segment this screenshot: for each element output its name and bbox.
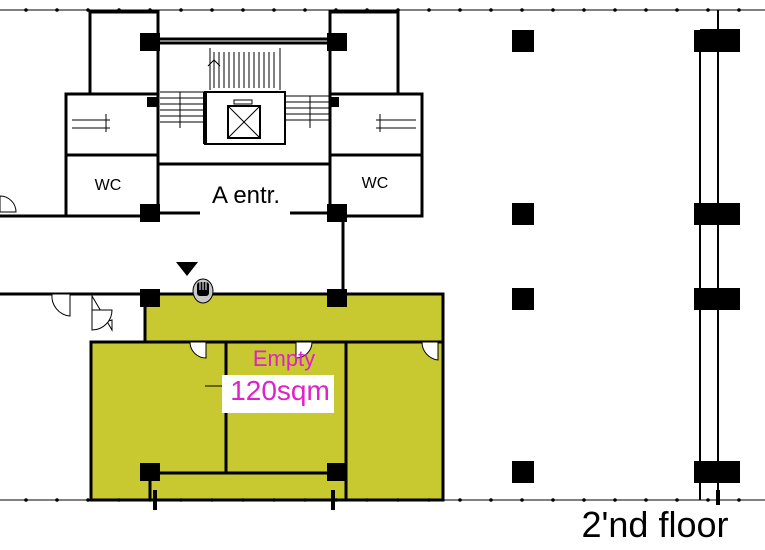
- corridor-doors: [0, 195, 113, 332]
- edge-dot: [86, 498, 90, 502]
- column: [512, 30, 534, 52]
- column: [512, 288, 534, 310]
- edge-dot: [396, 498, 400, 502]
- edge-dot: [582, 8, 586, 12]
- column: [140, 33, 160, 51]
- edge-dot: [241, 498, 245, 502]
- area-label-bg: [222, 375, 334, 413]
- wc-label: WC: [95, 177, 122, 194]
- edge-dot: [210, 8, 214, 12]
- edge-dot: [179, 8, 183, 12]
- edge-dot: [551, 498, 555, 502]
- grab-hand-icon: [192, 278, 214, 304]
- edge-dot: [675, 8, 679, 12]
- edge-dot: [582, 498, 586, 502]
- edge-dot: [272, 498, 276, 502]
- edge-dot: [706, 498, 710, 502]
- building-outline: [0, 9, 765, 501]
- edge-dot: [520, 498, 524, 502]
- unit-door: [189, 341, 439, 361]
- column: [329, 97, 339, 107]
- edge-dot: [551, 8, 555, 12]
- edge-dot: [520, 8, 524, 12]
- edge-dot: [303, 8, 307, 12]
- edge-dot: [737, 498, 741, 502]
- column: [327, 289, 347, 307]
- edge-dot: [427, 498, 431, 502]
- edge-dot: [303, 498, 307, 502]
- wc-fixtures: [72, 114, 416, 132]
- edge-dot: [210, 498, 214, 502]
- column: [327, 204, 347, 222]
- edge-dot: [272, 8, 276, 12]
- edge-dot: [334, 498, 338, 502]
- edge-dot: [148, 498, 152, 502]
- edge-dot: [55, 498, 59, 502]
- elevator: [203, 91, 286, 145]
- edge-dot: [365, 498, 369, 502]
- column: [512, 203, 534, 225]
- edge-dot: [613, 8, 617, 12]
- edge-dot: [613, 498, 617, 502]
- edge-dot: [489, 8, 493, 12]
- column: [327, 33, 347, 51]
- unit-area[interactable]: [89, 292, 445, 502]
- column: [140, 289, 160, 307]
- floor-label: 2'nd floor: [582, 504, 729, 545]
- edge-dots: [24, 8, 741, 502]
- structural-columns: [140, 30, 740, 510]
- core-walls: [0, 10, 424, 296]
- column: [512, 461, 534, 483]
- edge-dot: [644, 498, 648, 502]
- column: [140, 463, 160, 481]
- stairs: [160, 48, 330, 128]
- edge-dot: [458, 8, 462, 12]
- edge-dot: [675, 498, 679, 502]
- unit-status-label: Empty: [253, 346, 315, 371]
- edge-dot: [644, 8, 648, 12]
- edge-dot: [241, 8, 245, 12]
- triangle-down-icon: [176, 262, 198, 276]
- edge-dot: [55, 8, 59, 12]
- column: [140, 204, 160, 222]
- wc-label: WC: [362, 175, 389, 192]
- edge-dot: [706, 8, 710, 12]
- edge-dot: [458, 498, 462, 502]
- edge-dot: [427, 8, 431, 12]
- edge-dot: [489, 498, 493, 502]
- edge-dot: [179, 498, 183, 502]
- unit-area-label: 120sqm: [230, 375, 330, 406]
- edge-dot: [24, 8, 28, 12]
- column: [327, 463, 347, 481]
- column-lines: [699, 10, 740, 500]
- edge-dot: [737, 8, 741, 12]
- edge-dot: [117, 498, 121, 502]
- column: [147, 97, 157, 107]
- edge-dot: [24, 498, 28, 502]
- entrance-label: A entr.: [212, 182, 280, 209]
